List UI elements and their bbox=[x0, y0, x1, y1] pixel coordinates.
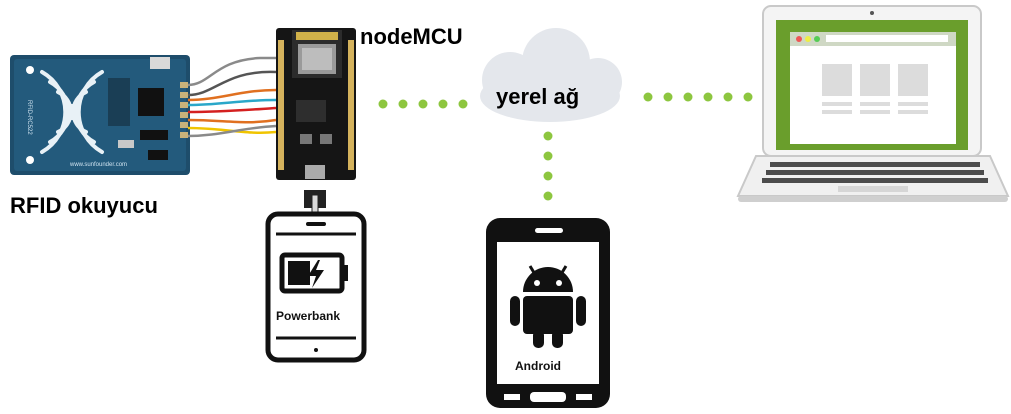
android-label: Android bbox=[515, 359, 561, 373]
powerbank-icon bbox=[265, 211, 367, 363]
powerbank-label: Powerbank bbox=[276, 309, 340, 323]
android-phone-icon bbox=[486, 218, 610, 408]
battery-charging-icon bbox=[279, 252, 348, 294]
local-network-label: yerel ağ bbox=[496, 84, 579, 109]
rfid-board-url-text: www.sunfounder.com bbox=[69, 162, 127, 168]
nodemcu-label: nodeMCU bbox=[360, 24, 463, 49]
cloud-icon bbox=[480, 28, 622, 122]
jumper-wires bbox=[187, 56, 277, 138]
link-cloud-android bbox=[543, 131, 553, 201]
nodemcu-board-icon bbox=[276, 28, 356, 221]
link-nodemcu-cloud bbox=[378, 99, 468, 109]
rfid-board-model-text: RFID-RC522 bbox=[26, 100, 32, 135]
android-robot-icon bbox=[510, 265, 586, 348]
laptop-icon bbox=[736, 5, 1010, 202]
rfid-reader-board-icon: RFID-RC522 www.sunfounder.com bbox=[10, 55, 190, 175]
link-cloud-laptop bbox=[643, 92, 753, 102]
rfid-reader-label: RFID okuyucu bbox=[10, 193, 158, 218]
